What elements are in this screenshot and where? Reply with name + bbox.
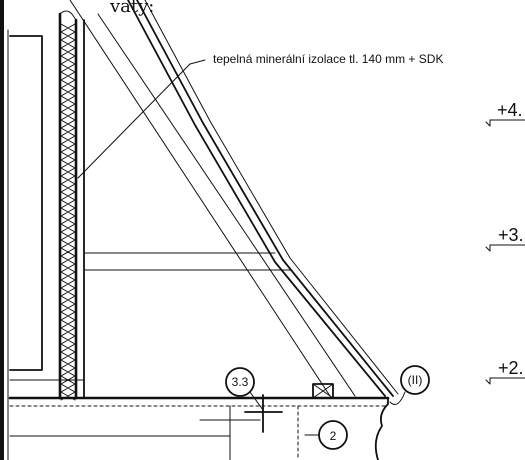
note-leader-tail — [189, 59, 206, 65]
note-leader — [77, 63, 191, 179]
sloped-roof-layers — [69, 0, 399, 397]
callout-ii-label: (II) — [408, 373, 423, 387]
level-marker-4: +4. — [485, 100, 525, 127]
callout-ii: (II) — [389, 365, 430, 405]
horizontal-reference-lines — [9, 252, 291, 381]
level-marker-2: +2. — [485, 358, 525, 385]
callout-3-3-label: 3.3 — [232, 375, 249, 389]
level-label-2: +2. — [498, 358, 524, 378]
left-bracket — [9, 35, 43, 371]
level-label-3: +3. — [498, 225, 524, 245]
insulated-wall — [58, 10, 78, 401]
insulation-note: tepelná minerální izolace tl. 140 mm + S… — [213, 52, 443, 66]
base-detail-box — [312, 383, 334, 399]
callout-2: 2 — [304, 420, 348, 450]
callout-3-3: 3.3 — [225, 367, 283, 433]
level-marker-3: +3. — [485, 225, 525, 252]
left-frame — [0, 0, 9, 460]
callout-2-label: 2 — [330, 429, 337, 443]
level-label-4: +4. — [497, 100, 523, 120]
